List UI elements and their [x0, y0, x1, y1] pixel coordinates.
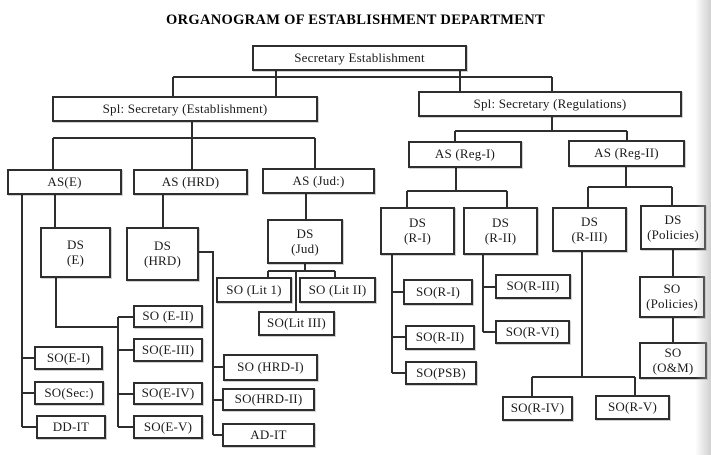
org-box-so-hrd1: SO (HRD-I)	[223, 354, 318, 381]
org-box-so-e2: SO (E-II)	[133, 305, 203, 328]
org-box-label: AS (Reg-II)	[594, 145, 659, 161]
connector-line	[199, 251, 214, 435]
org-box-as-reg-2: AS (Reg-II)	[568, 140, 685, 167]
org-box-as-jud: AS (Jud:)	[262, 168, 375, 194]
org-box-so-hrd2: SO(HRD-II)	[222, 388, 315, 411]
org-box-label: SO (Lit 1)	[226, 281, 282, 297]
org-box-so-r3: SO(R-III)	[495, 274, 571, 299]
org-box-as-hrd: AS (HRD)	[133, 169, 248, 195]
org-box-label: (Policies)	[646, 296, 698, 311]
org-box-so-sec: SO(Sec:)	[34, 381, 104, 405]
org-box-ds-e: DS(E)	[40, 227, 111, 278]
org-box-label: (R-I)	[404, 230, 431, 245]
org-box-spl-establishment: Spl: Secretary (Establishment)	[52, 96, 318, 122]
org-box-label: (HRD)	[143, 253, 182, 268]
org-box-label: (Jud)	[291, 240, 319, 256]
org-box-so-lit3: SO(Lit III)	[258, 311, 335, 336]
org-box-label: SO(Lit III)	[267, 315, 326, 331]
org-box-label: DS	[408, 215, 427, 231]
org-box-label: SO (Lit II)	[308, 281, 367, 297]
page-title: ORGANOGRAM OF ESTABLISHMENT DEPARTMENT	[166, 12, 545, 28]
org-box-label: SO(R-IV)	[510, 400, 565, 416]
org-box-label: DS	[664, 211, 682, 227]
org-box-label: SO(E-I)	[46, 349, 91, 365]
org-box-label: DS	[153, 238, 172, 254]
org-box-ds-jud: DS(Jud)	[267, 219, 343, 264]
org-box-label: SO(Sec:)	[44, 384, 94, 400]
org-box-ds-hrd: DS(HRD)	[126, 227, 199, 281]
org-box-so-r6: SO(R-VI)	[495, 320, 570, 344]
org-box-so-e5: SO(E-V)	[133, 415, 203, 439]
org-box-label: DS	[491, 215, 510, 231]
org-box-secretary: Secretary Establishment	[252, 45, 467, 71]
org-box-spl-regulations: Spl: Secretary (Regulations)	[418, 91, 682, 117]
org-box-label: SO(R-III)	[506, 278, 560, 294]
org-box-label: SO(R-II)	[415, 329, 465, 345]
org-box-label: SO(R-V)	[607, 399, 658, 415]
org-box-so-lit2: SO (Lit II)	[299, 277, 376, 303]
org-box-label: (R-II)	[484, 230, 517, 245]
org-box-so-r2: SO(R-II)	[405, 325, 475, 350]
org-box-label: SO	[663, 281, 681, 297]
org-box-so-psb: SO(PSB)	[405, 361, 477, 385]
org-box-label: AS(E)	[47, 173, 82, 189]
org-box-so-e4: SO(E-IV)	[133, 382, 203, 405]
org-box-label: DD-IT	[52, 418, 90, 434]
org-box-label: (R-III)	[571, 228, 608, 244]
org-box-label: SO(R-I)	[415, 283, 460, 299]
org-box-ds-r1: DS(R-I)	[380, 207, 455, 255]
org-box-label: Secretary Establishment	[294, 49, 425, 65]
org-box-label: AS (Jud:)	[292, 172, 345, 188]
org-box-ds-policies: DS(Policies)	[640, 205, 706, 250]
org-box-label: SO	[664, 344, 682, 360]
org-box-label: SO (HRD-I)	[237, 359, 304, 375]
org-box-label: (Policies)	[647, 226, 699, 242]
org-box-so-e3: SO(E-III)	[133, 338, 203, 362]
org-box-label: Spl: Secretary (Regulations)	[473, 95, 627, 111]
org-box-label: AS (HRD)	[161, 173, 220, 189]
org-box-label: Spl: Secretary (Establishment)	[102, 100, 268, 116]
org-box-label: SO(E-IV)	[141, 385, 195, 401]
org-box-dd-it: DD-IT	[36, 415, 106, 439]
org-box-label: DS	[296, 225, 314, 241]
org-box-label: DS	[580, 213, 599, 229]
org-box-label: SO(E-III)	[141, 341, 195, 357]
org-box-label: (O&M)	[652, 359, 694, 375]
org-box-so-r4: SO(R-IV)	[502, 396, 573, 421]
org-box-ad-it: AD-IT	[222, 423, 315, 447]
connector-line	[55, 278, 118, 328]
org-box-label: (E)	[66, 251, 85, 267]
org-box-label: AS (Reg-I)	[434, 146, 496, 162]
org-box-so-policies: SO(Policies)	[639, 276, 705, 318]
org-box-as-e: AS(E)	[7, 169, 122, 195]
org-box-so-e1: SO(E-I)	[34, 346, 103, 370]
org-box-label: SO(R-VI)	[505, 323, 560, 339]
org-box-so-r5: SO(R-V)	[595, 395, 670, 420]
org-box-label: SO(PSB)	[416, 364, 466, 380]
org-box-so-om: SO(O&M)	[639, 342, 707, 379]
org-box-label: SO(E-V)	[143, 418, 193, 434]
org-box-so-lit1: SO (Lit 1)	[216, 277, 292, 303]
org-box-label: SO (E-II)	[142, 308, 194, 324]
org-box-label: SO(HRD-II)	[234, 391, 303, 407]
org-box-as-reg-1: AS (Reg-I)	[408, 141, 522, 168]
org-box-label: DS	[66, 236, 85, 252]
org-box-so-r1: SO(R-I)	[403, 279, 473, 305]
org-box-ds-r2: DS(R-II)	[463, 207, 538, 255]
org-box-ds-r3: DS(R-III)	[552, 207, 627, 252]
org-box-label: AD-IT	[250, 426, 287, 442]
